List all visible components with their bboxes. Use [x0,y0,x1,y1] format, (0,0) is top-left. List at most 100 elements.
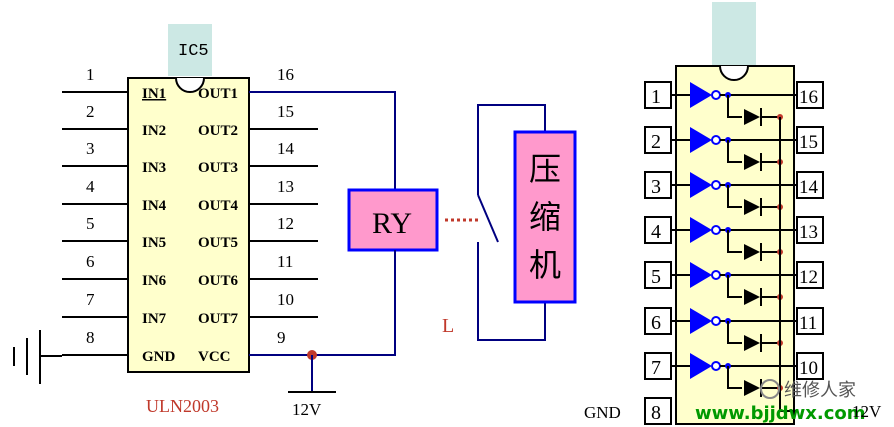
driver-channel [690,262,797,306]
driver-buffer-icon [690,82,712,108]
diode-wire [727,140,742,163]
ic-left-pin-number: 8 [86,328,95,347]
ic-left-pin-name: IN3 [142,160,166,176]
ic-right-pin-number: 13 [277,177,294,196]
diode-wire [727,366,742,389]
diode-wire [727,321,742,344]
driver-buffer-icon [690,172,712,198]
pinout-right-pin-number: 11 [799,313,817,334]
relay-label: RY [372,207,412,240]
line-label: L [442,315,454,337]
pinout-left-pin-box [644,352,672,380]
ic-right-pin-name: VCC [198,349,231,365]
pinout-left-pin-number: 5 [651,266,661,288]
diode-wire [727,95,742,118]
pinout-left-pin-number: 6 [651,312,661,334]
pinout-vcc-label: 12V [852,402,882,421]
diode-icon [744,199,760,215]
ic-left-pin-name: IN5 [142,235,166,251]
watermark-brand: 维修人家 [784,380,856,401]
pinout-right-pin-box [796,307,824,335]
pinout-right-pin-number: 10 [799,358,818,379]
driver-buffer-icon [690,262,712,288]
driver-buffer-icon [690,127,712,153]
ic-body [127,77,250,373]
diode-icon [744,109,760,125]
driver-buffer-icon [690,217,712,243]
pinout-gnd-label: GND [584,403,621,422]
diode-icon [744,335,760,351]
ic-notch [175,77,205,93]
compressor-label-2: 缩 [529,198,561,236]
pinout-right-pin-number: 14 [799,177,819,198]
out1-wire [249,91,396,190]
ground-symbol [13,330,62,384]
ic-left-pin-name: IN7 [142,311,167,327]
compressor-label-3: 机 [529,246,561,284]
pinout-left-pin-box [644,81,672,109]
ic-left-pin-name: IN2 [142,123,166,139]
ic-right-pin-name: OUT3 [198,160,238,176]
ic-left-pin-number: 4 [86,177,95,196]
diode-icon [744,244,760,260]
pinout-right-pin-number: 13 [799,222,818,243]
diode-icon [744,380,760,396]
ic-left-pin-number: 7 [86,290,95,309]
driver-inverter-bubble [711,180,721,190]
pinout-notch [719,65,749,81]
pinout-left-pin-box [644,216,672,244]
ic-left-pin-name: IN1 [142,86,166,102]
pinout-right-pin-number: 12 [799,267,818,288]
pinout-left-pin-number: 8 [651,402,661,424]
pinout-left-pin-number: 4 [651,221,661,243]
ic-right-pins: 16OUT115OUT214OUT313OUT412OUT511OUT610OU… [198,65,318,365]
pinout-left-pin-number: 3 [651,176,661,198]
ic-right-pin-number: 14 [277,139,295,158]
ic-right-pin-number: 9 [277,328,286,347]
ic-notch-highlight [168,24,212,76]
ic-left-pin-name: IN6 [142,273,167,289]
watermark-url: www.bjjdwx.com [695,403,866,424]
ic-left-pin-number: 5 [86,214,95,233]
pinout-left-pin-number: 2 [651,131,661,153]
watermark-logo-icon [760,379,780,399]
ic-left-pin-number: 1 [86,65,95,84]
relay-coil [347,188,439,252]
pinout-left-pin-box [644,397,672,425]
ic-left-pin-number: 6 [86,252,95,271]
pinout-notch-highlight [712,2,756,66]
driver-channel [690,82,797,126]
driver-channel [690,308,797,352]
switch-wire-top [477,104,546,195]
ic-right-pin-number: 16 [277,65,294,84]
driver-inverter-bubble [711,361,721,371]
ic-left-pin-name: IN4 [142,198,167,214]
driver-buffer-icon [690,308,712,334]
driver-channel [690,172,797,216]
diode-icon [744,154,760,170]
driver-inverter-bubble [711,225,721,235]
ic-right-pin-name: OUT4 [198,198,239,214]
ic-right-pin-name: OUT6 [198,273,239,289]
ic-left-pin-number: 2 [86,102,95,121]
driver-inverter-bubble [711,270,721,280]
diode-icon [744,289,760,305]
supply-label: 12V [292,400,322,419]
ic-right-pin-name: OUT5 [198,235,238,251]
pinout-left-pin-box [644,261,672,289]
switch-wire-bottom [477,242,546,341]
ic-right-pin-name: OUT2 [198,123,238,139]
pinout-right-pin-box [796,216,824,244]
ic-left-pin-name: GND [142,349,176,365]
watermark: 维修人家 www.bjjdwx.com 12V [695,379,882,424]
ic-left-pin-number: 3 [86,139,95,158]
pinout-left-pin-box [644,126,672,154]
driver-channel [690,127,797,171]
driver-inverter-bubble [711,316,721,326]
driver-buffer-icon [690,353,712,379]
pinout-right-pin-number: 15 [799,132,818,153]
pinout-left-pin-number: 7 [651,357,661,379]
